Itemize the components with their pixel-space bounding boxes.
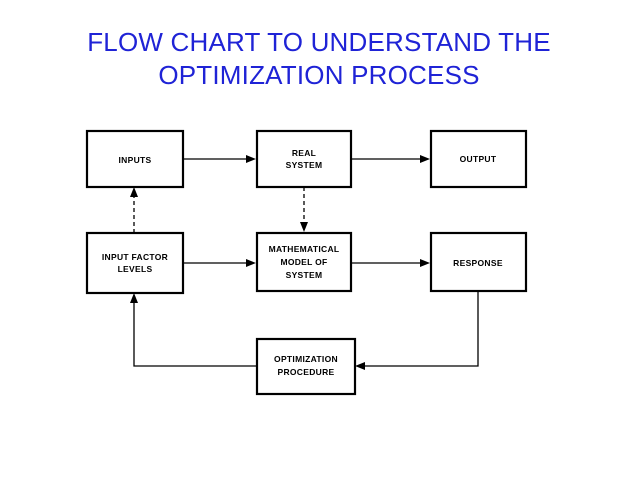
arrow-response-to-optimization bbox=[362, 291, 479, 367]
title-line-1: FLOW CHART TO UNDERSTAND THE bbox=[87, 27, 551, 57]
input-factor-levels-box: INPUT FACTOR LEVELS bbox=[85, 231, 185, 295]
inputs-label: INPUTS bbox=[119, 155, 152, 165]
mathematical-model-box: MATHEMATICAL MODEL OF SYSTEM bbox=[255, 231, 353, 293]
arrowhead-inputs bbox=[130, 187, 138, 197]
arrowhead-input-factor bbox=[130, 293, 138, 303]
inputs-box: INPUTS bbox=[85, 129, 185, 189]
model-label-3: SYSTEM bbox=[286, 270, 323, 280]
response-box: RESPONSE bbox=[429, 231, 528, 293]
real-system-label-2: SYSTEM bbox=[286, 160, 323, 170]
model-label-1: MATHEMATICAL bbox=[269, 244, 340, 254]
optimization-procedure-box: OPTIMIZATION PROCEDURE bbox=[255, 337, 357, 396]
optimization-label-1: OPTIMIZATION bbox=[274, 354, 338, 364]
title-line-2: OPTIMIZATION PROCESS bbox=[158, 60, 480, 90]
output-label: OUTPUT bbox=[460, 154, 497, 164]
real-system-box: REAL SYSTEM bbox=[255, 129, 353, 189]
model-label-2: MODEL OF bbox=[280, 257, 327, 267]
arrowhead-model bbox=[300, 222, 308, 232]
slide-title: FLOW CHART TO UNDERSTAND THE OPTIMIZATIO… bbox=[0, 26, 638, 92]
arrowhead-model-left bbox=[246, 259, 256, 267]
arrowhead-optimization bbox=[355, 362, 365, 370]
arrowhead-real-system bbox=[246, 155, 256, 163]
optimization-label-2: PROCEDURE bbox=[277, 367, 334, 377]
input-factor-label-1: INPUT FACTOR bbox=[102, 252, 168, 262]
response-label: RESPONSE bbox=[453, 258, 503, 268]
arrowhead-output bbox=[420, 155, 430, 163]
output-box: OUTPUT bbox=[429, 129, 528, 189]
arrowhead-response bbox=[420, 259, 430, 267]
real-system-label-1: REAL bbox=[292, 148, 316, 158]
arrow-optimization-to-input-factor bbox=[133, 300, 256, 367]
input-factor-label-2: LEVELS bbox=[118, 264, 153, 274]
